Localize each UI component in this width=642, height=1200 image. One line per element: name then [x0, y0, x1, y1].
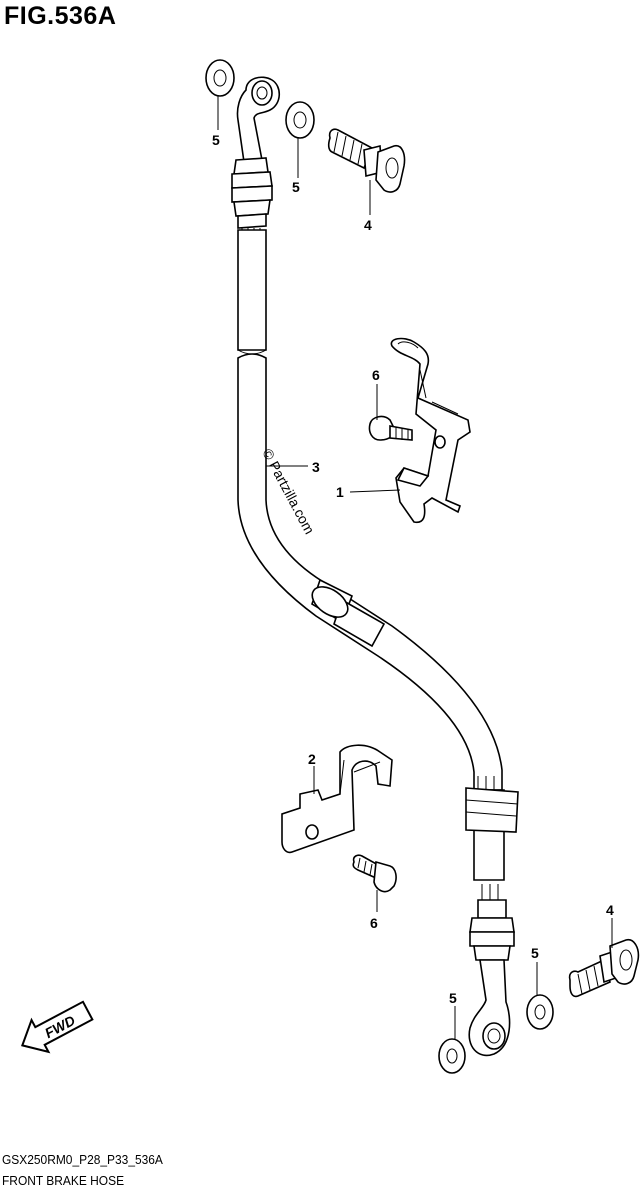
figure-name: FRONT BRAKE HOSE: [2, 1173, 125, 1188]
callout-5: 5: [292, 179, 300, 195]
figure-code: GSX250RM0_P28_P33_536A: [2, 1152, 163, 1167]
hose-collar-lower: [465, 776, 519, 881]
union-bolt-4-top[interactable]: [327, 128, 406, 193]
clamp-2[interactable]: [281, 744, 393, 854]
hose-collar-middle: [311, 578, 386, 648]
callout-1: 1: [336, 484, 344, 500]
callout-4: 4: [364, 217, 372, 233]
leader-1: [349, 489, 401, 493]
washer-5-top-right[interactable]: [285, 101, 315, 139]
callout-3: 3: [312, 459, 320, 475]
callout-2: 2: [308, 751, 316, 767]
washer-5-bottom-right[interactable]: [526, 994, 554, 1030]
callout-5: 5: [449, 990, 457, 1006]
figure-title: FIG.536A: [4, 2, 117, 30]
washer-5-bottom-left[interactable]: [438, 1038, 466, 1074]
callout-4: 4: [606, 902, 614, 918]
callout-6: 6: [372, 367, 380, 383]
screw-6-bottom[interactable]: [352, 854, 397, 893]
screw-6-top[interactable]: [368, 415, 413, 441]
callout-5: 5: [212, 132, 220, 148]
fwd-arrow-icon: FWD: [21, 1000, 94, 1054]
brake-hose[interactable]: [231, 76, 519, 1057]
callout-6: 6: [370, 915, 378, 931]
lower-banjo-fitting: [468, 884, 515, 1057]
union-bolt-4-bottom[interactable]: [568, 938, 640, 998]
washer-5-top-left[interactable]: [205, 59, 235, 97]
upper-banjo-fitting: [231, 76, 281, 236]
bracket-1[interactable]: [390, 337, 471, 524]
callout-5: 5: [531, 945, 539, 961]
